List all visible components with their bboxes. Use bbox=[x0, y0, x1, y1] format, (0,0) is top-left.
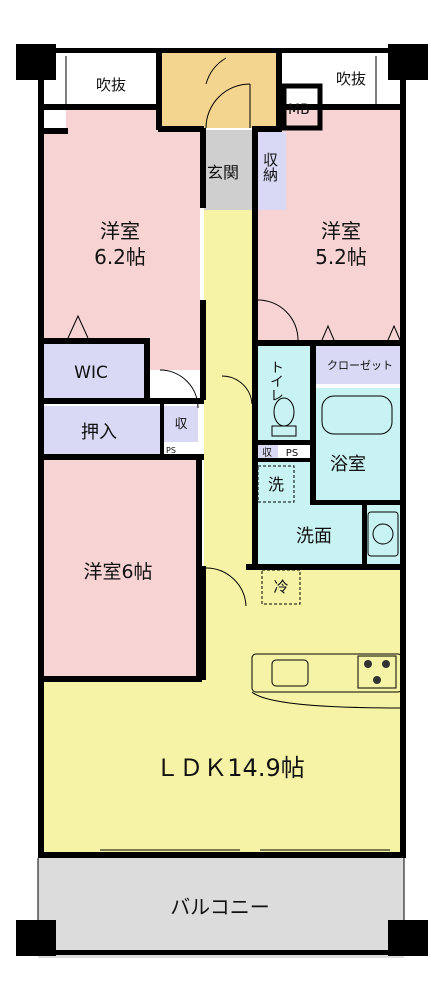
ps-2-label: PS bbox=[286, 448, 298, 459]
thin-lines bbox=[37, 56, 405, 952]
closet-area bbox=[316, 344, 404, 384]
bedroom-2-area bbox=[258, 108, 404, 340]
bedroom-2-size: 5.2帖 bbox=[315, 245, 367, 269]
oshiire-area bbox=[38, 406, 160, 454]
toilet-label: トイレ bbox=[268, 360, 284, 402]
bedroom-3-area bbox=[38, 460, 198, 678]
oshiire-label: 押入 bbox=[81, 422, 117, 443]
bedroom-2-name: 洋室 bbox=[321, 219, 361, 243]
bathroom-label: 浴室 bbox=[330, 454, 366, 475]
entrance-area bbox=[160, 52, 278, 128]
fridge-label: 冷 bbox=[273, 578, 288, 596]
closet-label: クローゼット bbox=[327, 359, 393, 372]
void-left-label: 吹抜 bbox=[96, 76, 126, 94]
storage-2-area bbox=[256, 444, 278, 460]
bedroom-1-name: 洋室 bbox=[100, 219, 140, 243]
ps-1-label: PS bbox=[166, 446, 176, 455]
balcony-area bbox=[38, 858, 404, 958]
entrance-label: 玄関 bbox=[207, 163, 239, 182]
storage-label-vertical: 収納 bbox=[261, 152, 279, 183]
ldk-area bbox=[38, 568, 404, 855]
bedroom-3-label: 洋室6帖 bbox=[83, 561, 152, 583]
hallway-area bbox=[204, 210, 252, 570]
balcony-label: バルコニー bbox=[170, 895, 270, 919]
storage-area bbox=[256, 132, 286, 210]
meter-box-label: MB bbox=[288, 102, 310, 118]
stove-icon bbox=[364, 660, 390, 684]
bedroom-1-size: 6.2帖 bbox=[94, 245, 146, 269]
laundry-label: 洗 bbox=[268, 475, 284, 494]
wic-label: WIC bbox=[74, 363, 108, 383]
void-right-label: 吹抜 bbox=[336, 70, 366, 88]
walls bbox=[16, 44, 428, 956]
genkan-floor bbox=[204, 130, 252, 210]
washroom-area bbox=[256, 462, 404, 566]
wic-area bbox=[38, 344, 144, 398]
storage-label: 収納 bbox=[261, 152, 279, 183]
bedroom-1-area bbox=[38, 110, 200, 370]
ldk-label: ＬＤＫ14.9帖 bbox=[155, 754, 304, 782]
small-storage-area bbox=[164, 406, 198, 442]
small-storage-label: 収 bbox=[174, 417, 187, 432]
storage-2-label: 収 bbox=[262, 447, 272, 459]
washroom-label: 洗面 bbox=[296, 526, 332, 547]
toilet-area bbox=[256, 344, 312, 440]
